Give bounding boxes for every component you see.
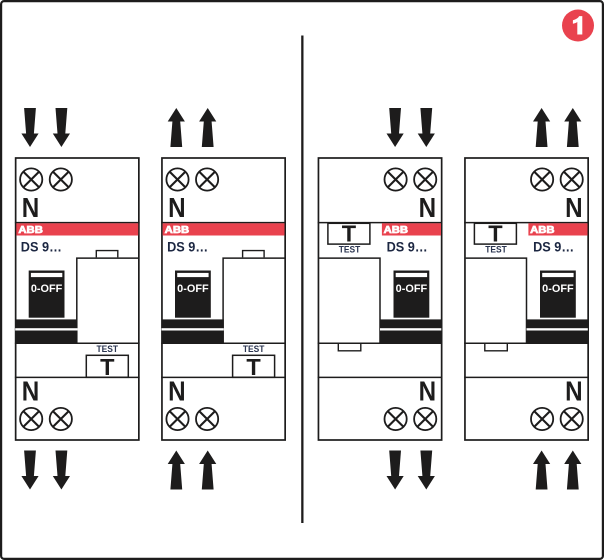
svg-text:DS 9…: DS 9… [167,239,208,255]
svg-text:T: T [342,220,357,246]
svg-text:0-OFF: 0-OFF [542,283,574,295]
svg-text:DS 9…: DS 9… [21,239,62,255]
svg-text:T: T [100,354,115,380]
svg-text:0-OFF: 0-OFF [31,283,63,295]
svg-text:TEST: TEST [97,344,119,354]
svg-text:DS 9…: DS 9… [533,239,574,255]
svg-text:TEST: TEST [339,244,361,254]
svg-text:N: N [419,376,437,407]
svg-text:N: N [168,192,186,223]
svg-text:N: N [168,376,186,407]
svg-text:DS 9…: DS 9… [387,239,428,255]
svg-text:0-OFF: 0-OFF [396,283,428,295]
svg-text:ABB: ABB [530,224,555,236]
svg-text:N: N [565,376,583,407]
svg-text:N: N [419,192,437,223]
svg-text:T: T [246,354,261,380]
svg-text:ABB: ABB [384,224,409,236]
svg-text:ABB: ABB [165,224,190,236]
svg-text:N: N [22,376,40,407]
svg-text:N: N [22,192,40,223]
svg-text:ABB: ABB [18,224,43,236]
svg-text:N: N [565,192,583,223]
svg-text:0-OFF: 0-OFF [177,283,209,295]
svg-text:TEST: TEST [485,244,507,254]
svg-text:T: T [488,220,503,246]
svg-text:TEST: TEST [243,344,265,354]
